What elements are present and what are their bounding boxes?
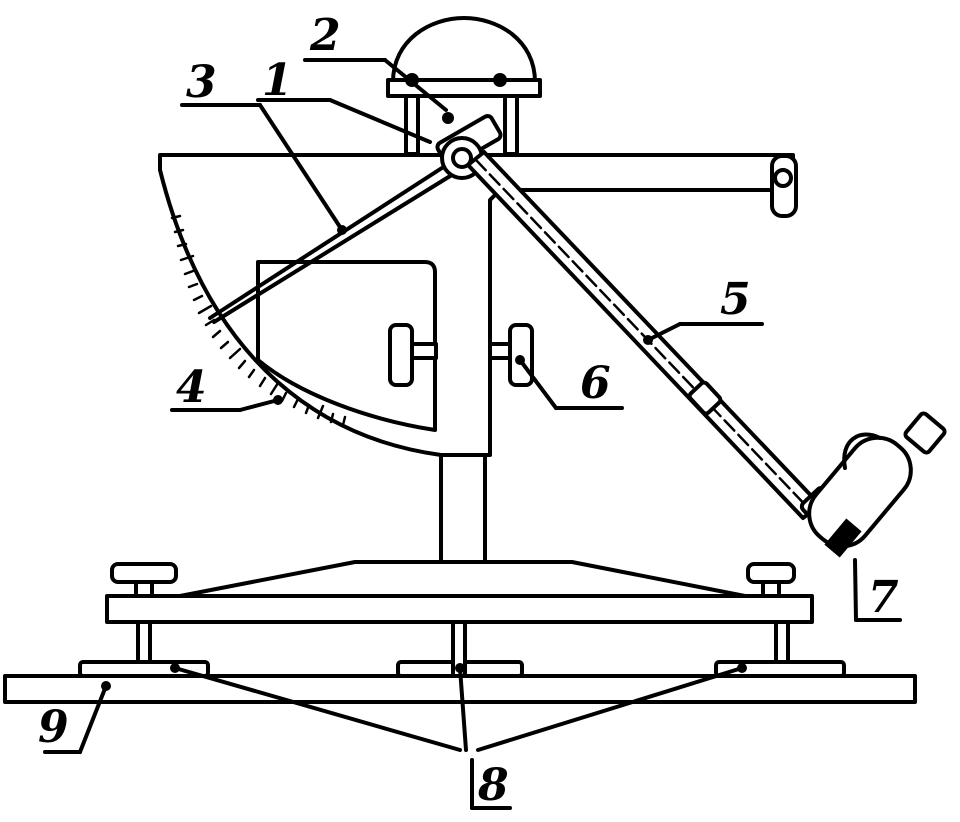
leveling-screw-right xyxy=(774,618,790,664)
arm-end-stop xyxy=(770,154,798,218)
callout-5: 5 xyxy=(720,274,751,325)
callout-7: 7 xyxy=(868,572,899,623)
pendulum-head xyxy=(807,411,947,558)
leveling-screw-left xyxy=(136,618,152,664)
base-hump xyxy=(178,560,747,598)
pointer-needle-edge xyxy=(212,163,470,324)
callout-6: 6 xyxy=(580,358,611,409)
callout-8: 8 xyxy=(477,760,509,811)
pivot-axle xyxy=(451,147,473,169)
callout-9: 9 xyxy=(38,702,69,753)
callout-4: 4 xyxy=(176,362,207,413)
clamp-knob-left xyxy=(388,323,438,387)
dome-housing xyxy=(386,16,542,156)
support-column xyxy=(439,453,487,564)
upper-base-block xyxy=(105,594,814,624)
callout-1: 1 xyxy=(262,55,293,106)
sector-window xyxy=(256,260,437,432)
base-knob-right xyxy=(746,562,796,598)
clamp-knob-right xyxy=(488,323,534,387)
pivot-screw xyxy=(442,112,454,124)
base-knob-left xyxy=(110,562,178,598)
callout-3: 3 xyxy=(186,57,217,108)
leader-lines xyxy=(43,58,902,810)
pointer-needle xyxy=(208,153,464,320)
scale-ticks xyxy=(170,214,347,427)
callout-2: 2 xyxy=(309,10,341,61)
